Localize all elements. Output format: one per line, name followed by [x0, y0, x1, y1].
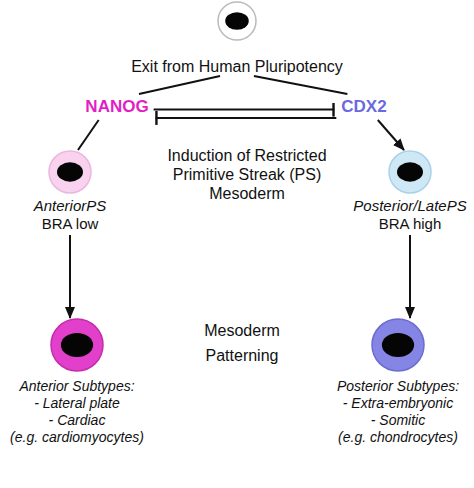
subtype-cell: Anterior Subtypes:- Lateral plate- Cardi…	[10, 318, 144, 446]
cell-nucleus	[57, 162, 83, 181]
cell-body	[48, 150, 92, 194]
connector-line	[78, 120, 99, 150]
connector-line	[254, 76, 347, 94]
connector-line	[69, 235, 71, 318]
node-text: CDX2	[341, 97, 386, 117]
node-text: - Lateral plate	[10, 395, 144, 412]
inhibition-line	[154, 109, 335, 111]
factor-label: NANOG	[80, 94, 153, 120]
cell-membrane	[51, 319, 103, 371]
cell-membrane	[49, 151, 91, 193]
cell-body	[50, 318, 104, 372]
connector-line	[378, 120, 404, 150]
stage-label: Induction of Restricted Primitive Streak…	[155, 146, 339, 203]
cell-nucleus	[382, 333, 414, 357]
node-text: BRA low	[34, 215, 107, 233]
cell-body	[217, 1, 257, 41]
node-text: - Cardiac	[10, 412, 144, 429]
start-cell: Exit from Human Pluripotency	[131, 1, 343, 76]
cell-nucleus	[61, 333, 93, 357]
node-text: NANOG	[85, 97, 148, 117]
node-text: Posterior Subtypes:	[337, 378, 459, 395]
node-text: (e.g. chondrocytes)	[337, 429, 459, 446]
inhibition-line	[156, 117, 337, 119]
node-text: AnteriorPS	[34, 197, 107, 215]
node-text: - Somitic	[337, 412, 459, 429]
factor-label: CDX2	[336, 94, 391, 120]
progenitor-cell: Posterior/LatePSBRA high	[353, 150, 466, 233]
node-text: BRA high	[353, 215, 466, 233]
cell-membrane	[372, 319, 424, 371]
cell-nucleus	[397, 162, 423, 181]
cell-body	[371, 318, 425, 372]
cell-membrane	[389, 151, 431, 193]
cell-body	[388, 150, 432, 194]
connector-line	[409, 235, 411, 318]
stage-label: Mesoderm Patterning	[186, 318, 298, 368]
connector-line	[139, 76, 220, 94]
node-text: Posterior/LatePS	[353, 197, 466, 215]
cell-membrane	[218, 2, 256, 40]
node-text: Anterior Subtypes:	[10, 378, 144, 395]
node-text: (e.g. cardiomyocytes)	[10, 429, 144, 446]
node-text: - Extra-embryonic	[337, 395, 459, 412]
node-text: Exit from Human Pluripotency	[131, 57, 343, 76]
progenitor-cell: AnteriorPSBRA low	[34, 150, 107, 233]
cell-nucleus	[225, 12, 249, 29]
subtype-cell: Posterior Subtypes:- Extra-embryonic- So…	[337, 318, 459, 446]
